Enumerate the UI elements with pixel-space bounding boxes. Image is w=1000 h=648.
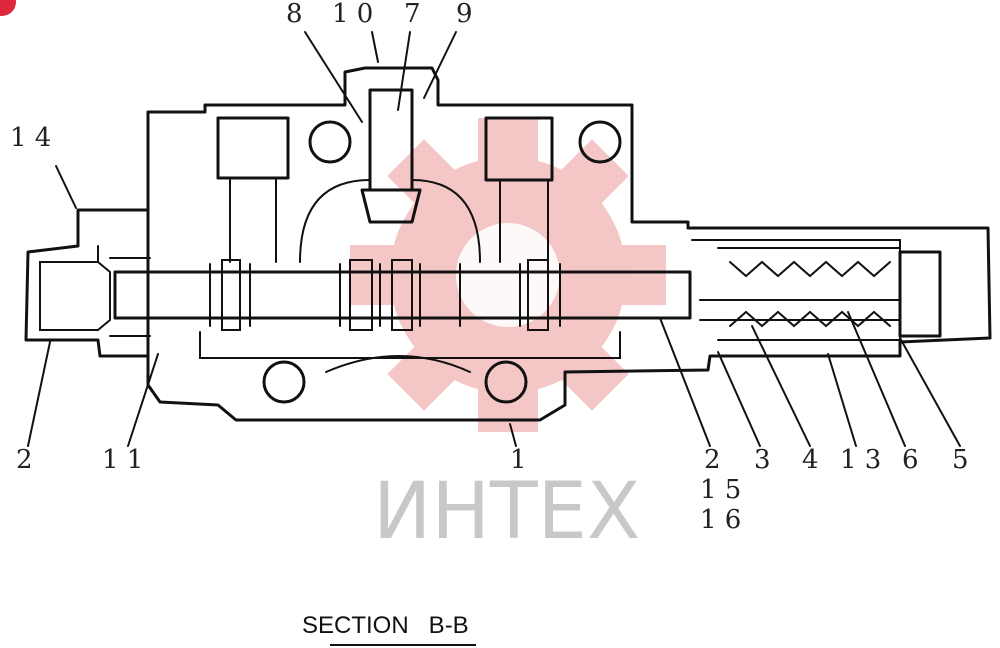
callout-8: 8 [286,0,303,29]
callout-2-right: 2 [704,445,721,475]
spring-housing [691,239,901,351]
callout-3: 3 [754,445,771,475]
left-cap-outline [24,208,150,358]
right-cap [898,250,942,338]
lower-channel [199,331,621,373]
callout-6: 6 [902,445,919,475]
corner-marker-icon [0,0,16,16]
callout-11: 1 1 [102,445,143,475]
leader-lines [27,31,961,447]
bolt-hole-bottom-left [262,360,306,404]
callout-9: 9 [456,0,473,29]
spool-lands [221,259,549,331]
callout-14: 1 4 [10,123,51,153]
left-cap-step [97,245,151,337]
callout-1: 1 [510,445,527,475]
bolt-hole-top [308,120,352,164]
gear-watermark-icon [350,118,666,432]
callout-15: 1 5 [700,475,741,505]
spring-coils [729,260,891,328]
bolt-hole-right [578,120,622,164]
callout-13: 1 3 [840,445,881,475]
callout-4: 4 [802,445,819,475]
port-right [484,116,554,182]
section-caption: SECTION B-B [302,612,469,639]
valve-body-outline [146,66,992,422]
caption-underline [330,644,476,646]
callout-7: 7 [404,0,421,29]
poppet-channels [229,179,549,263]
check-poppet [360,88,422,224]
left-cap-bore [39,261,111,331]
callout-16: 1 6 [700,505,741,535]
spool-grooves [209,263,561,327]
watermark-text: ИНТЕХ [373,467,640,557]
bolt-hole-bottom-right [484,360,528,404]
callout-10: 1 0 [332,0,373,29]
port-left [216,116,290,180]
callout-5: 5 [952,445,969,475]
callout-2-left: 2 [16,445,33,475]
spool [113,270,692,320]
